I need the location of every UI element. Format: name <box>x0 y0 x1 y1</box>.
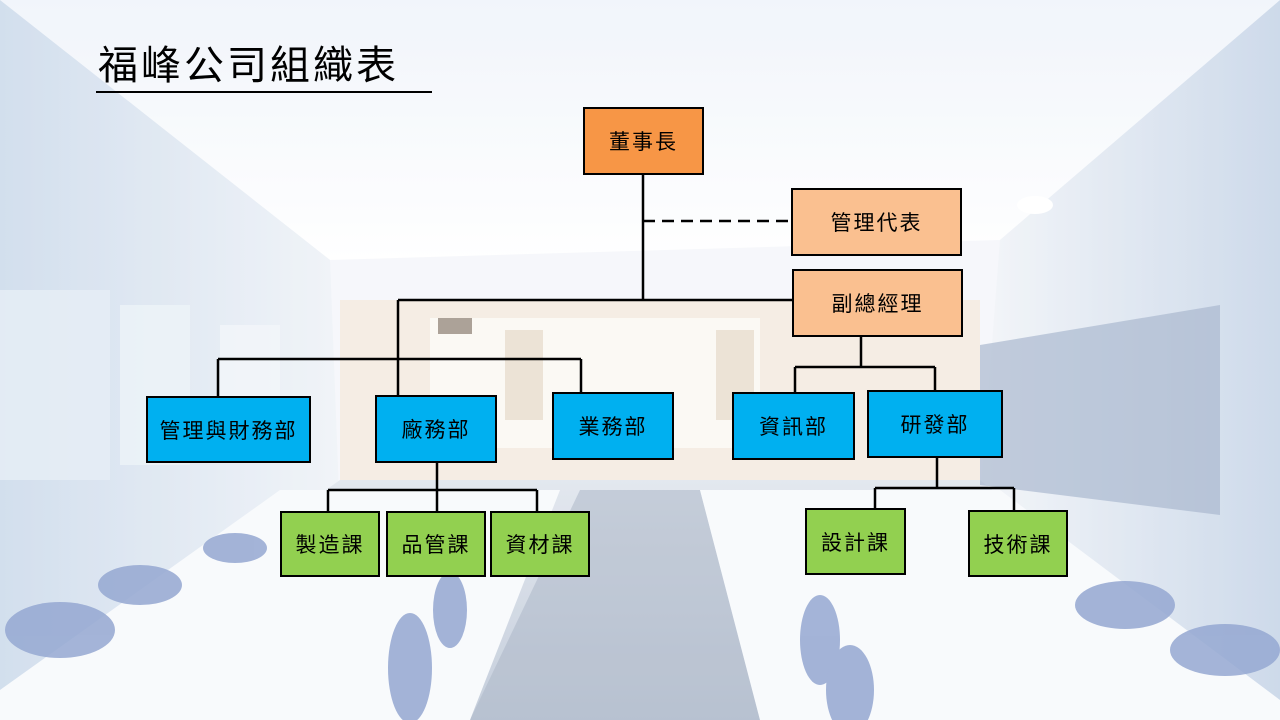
node-management-rep: 管理代表 <box>791 188 962 256</box>
node-sec-manufacturing: 製造課 <box>280 511 380 577</box>
node-dept-rnd: 研發部 <box>867 390 1003 458</box>
node-dept-sales: 業務部 <box>552 392 674 460</box>
node-label: 董事長 <box>609 130 678 154</box>
node-dept-factory: 廠務部 <box>375 395 497 463</box>
node-label: 管理代表 <box>830 211 923 235</box>
node-label: 技術課 <box>983 532 1053 557</box>
node-sec-quality: 品管課 <box>386 511 486 577</box>
chart-title: 福峰公司組織表 <box>98 43 399 89</box>
title-underline <box>96 91 432 93</box>
node-chairman: 董事長 <box>583 107 704 175</box>
node-sec-technical: 技術課 <box>968 510 1068 577</box>
node-label: 研發部 <box>900 413 970 437</box>
node-dept-it: 資訊部 <box>732 392 855 460</box>
node-label: 資材課 <box>505 533 575 557</box>
node-sec-materials: 資材課 <box>490 511 590 577</box>
node-label: 副總經理 <box>831 292 924 316</box>
node-label: 製造課 <box>295 533 365 557</box>
node-vice-general-manager: 副總經理 <box>792 269 963 337</box>
node-label: 業務部 <box>578 415 648 439</box>
node-label: 品管課 <box>401 533 471 557</box>
node-sec-design: 設計課 <box>805 508 906 575</box>
node-label: 管理與財務部 <box>159 418 298 443</box>
node-label: 資訊部 <box>759 415 828 439</box>
node-dept-admin-finance: 管理與財務部 <box>146 396 311 463</box>
node-label: 廠務部 <box>401 418 471 442</box>
node-label: 設計課 <box>821 530 890 555</box>
